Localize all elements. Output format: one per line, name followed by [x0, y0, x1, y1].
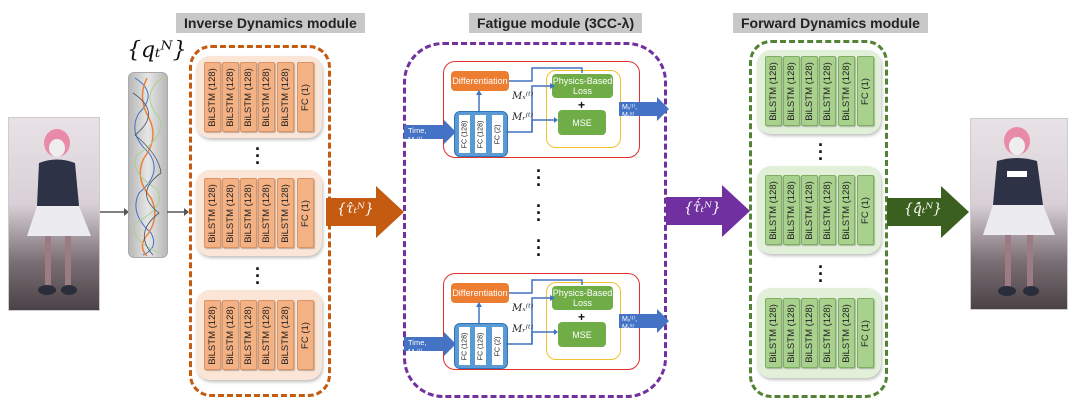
- physics-loss-box: Physics-Based Loss: [552, 74, 613, 98]
- fatigue-module: [403, 42, 667, 398]
- fc-layer: FC (128): [459, 115, 470, 153]
- fatigue-module-title: Fatigue module (3CC-λ): [469, 13, 643, 33]
- bilstm-layer: BiLSTM (128): [258, 300, 275, 370]
- differentiation-box: Differentiation: [451, 71, 509, 91]
- fatigue-output-arrow: [619, 97, 669, 121]
- inverse-layer-stack: BiLSTM (128) BiLSTM (128) BiLSTM (128) B…: [196, 56, 322, 138]
- fc-layer: FC (128): [475, 115, 486, 153]
- fc-layer: FC (2): [492, 115, 503, 153]
- time-input-arrow: [404, 332, 456, 356]
- ellipsis-icon: ···: [536, 161, 542, 195]
- bilstm-layer: BiLSTM (128): [277, 62, 294, 132]
- fc-layer: FC (2): [492, 327, 503, 365]
- ellipsis-icon: ···: [255, 139, 261, 173]
- mf-label: Mₓ⁽ᵗ⁾: [512, 91, 534, 102]
- ellipsis-icon: ···: [255, 259, 261, 293]
- arrow-input-to-q: [100, 208, 129, 216]
- bilstm-layer: BiLSTM (128): [801, 175, 818, 245]
- tau-hat-arrow: [326, 186, 404, 238]
- bilstm-layer: BiLSTM (128): [801, 298, 818, 368]
- bilstm-layer: BiLSTM (128): [258, 178, 275, 248]
- ellipsis-icon: ···: [536, 196, 542, 230]
- ellipsis-icon: ···: [536, 231, 542, 265]
- ellipsis-icon: ···: [818, 257, 824, 291]
- bilstm-layer: BiLSTM (128): [765, 298, 782, 368]
- fc-layer: FC (128): [475, 327, 486, 365]
- bilstm-layer: BiLSTM (128): [838, 175, 855, 245]
- fatigue-connectors: [476, 279, 583, 345]
- mr-label: Mᵣ⁽ᵗ⁾: [512, 324, 534, 335]
- bilstm-layer: BiLSTM (128): [838, 298, 855, 368]
- fc-layer: FC (1): [297, 62, 314, 132]
- forward-dynamics-module: [749, 40, 888, 398]
- q-input-label: {qₜᴺ}: [127, 38, 187, 63]
- bilstm-layer: BiLSTM (128): [204, 300, 221, 370]
- fatigue-connectors: [476, 67, 583, 133]
- tau-hat-fatigued-label: {τ̂́ₜᴺ}: [684, 200, 721, 216]
- bilstm-layer: BiLSTM (128): [240, 62, 257, 132]
- fc-network: FC (128) FC (128) FC (2): [454, 111, 508, 157]
- bilstm-layer: BiLSTM (128): [204, 178, 221, 248]
- bilstm-layer: BiLSTM (128): [240, 178, 257, 248]
- forward-layer-stack: BiLSTM (128) BiLSTM (128) BiLSTM (128) B…: [757, 166, 881, 254]
- arrow-q-to-inverse: [167, 208, 189, 216]
- forward-layer-stack: BiLSTM (128) BiLSTM (128) BiLSTM (128) B…: [757, 50, 881, 134]
- mf-label: Mₓ⁽ᵗ⁾: [512, 303, 534, 314]
- inverse-dynamics-title: Inverse Dynamics module: [176, 13, 365, 33]
- bilstm-layer: BiLSTM (128): [258, 62, 275, 132]
- tau-hat-label: {τ̂ₜᴺ}: [337, 201, 374, 217]
- physics-loss-box: Physics-Based Loss: [552, 286, 613, 310]
- tau-hat-fatigued-arrow: [666, 185, 750, 237]
- trajectory-curves-icon: [132, 76, 164, 257]
- fatigue-output-arrow: [619, 309, 669, 333]
- differentiation-box: Differentiation: [451, 283, 509, 303]
- fc-layer: FC (128): [459, 327, 470, 365]
- fc-layer: FC (1): [857, 56, 874, 126]
- input-character-image: [8, 117, 100, 311]
- q-hat-label: {q̂́ₜᴺ}: [904, 201, 942, 217]
- bilstm-layer: BiLSTM (128): [277, 300, 294, 370]
- bilstm-layer: BiLSTM (128): [783, 175, 800, 245]
- fc-layer: FC (1): [297, 300, 314, 370]
- bilstm-layer: BiLSTM (128): [222, 300, 239, 370]
- bilstm-layer: BiLSTM (128): [222, 62, 239, 132]
- ellipsis-icon: ···: [818, 135, 824, 169]
- fc-layer: FC (1): [297, 178, 314, 248]
- bilstm-layer: BiLSTM (128): [783, 56, 800, 126]
- bilstm-layer: BiLSTM (128): [277, 178, 294, 248]
- fc-layer: FC (1): [857, 298, 874, 368]
- character-figure-icon: [983, 127, 1055, 296]
- bilstm-layer: BiLSTM (128): [819, 56, 836, 126]
- plus-sign: +: [578, 98, 586, 112]
- inverse-layer-stack: BiLSTM (128) BiLSTM (128) BiLSTM (128) B…: [196, 290, 322, 380]
- output-character-image: [970, 118, 1068, 310]
- forward-dynamics-title: Forward Dynamics module: [733, 13, 928, 33]
- bilstm-layer: BiLSTM (128): [765, 175, 782, 245]
- bilstm-layer: BiLSTM (128): [801, 56, 818, 126]
- bilstm-layer: BiLSTM (128): [838, 56, 855, 126]
- bilstm-layer: BiLSTM (128): [222, 178, 239, 248]
- bilstm-layer: BiLSTM (128): [819, 175, 836, 245]
- forward-layer-stack: BiLSTM (128) BiLSTM (128) BiLSTM (128) B…: [757, 288, 881, 378]
- bilstm-layer: BiLSTM (128): [765, 56, 782, 126]
- bilstm-layer: BiLSTM (128): [240, 300, 257, 370]
- fc-layer: FC (1): [857, 175, 874, 245]
- time-input-label: Time, Mₐ⁽ᵗ⁾: [408, 338, 427, 356]
- character-figure-icon: [27, 129, 91, 295]
- fc-network: FC (128) FC (128) FC (2): [454, 323, 508, 369]
- inverse-layer-stack: BiLSTM (128) BiLSTM (128) BiLSTM (128) B…: [196, 170, 322, 256]
- bilstm-layer: BiLSTM (128): [819, 298, 836, 368]
- joint-trajectory-bar: [128, 72, 168, 258]
- bilstm-layer: BiLSTM (128): [204, 62, 221, 132]
- mse-box: MSE: [558, 110, 606, 135]
- time-input-arrow: [404, 120, 456, 144]
- bilstm-layer: BiLSTM (128): [783, 298, 800, 368]
- fatigue-output-label: Mₓ⁽ᵗ⁾, Mᵣ⁽ᵗ⁾: [622, 316, 638, 331]
- time-input-label: Time, Mₐ⁽ᵗ⁾: [408, 126, 427, 144]
- fatigue-output-label: Mₓ⁽ᵗ⁾, Mᵣ⁽ᵗ⁾: [622, 104, 638, 119]
- mr-label: Mᵣ⁽ᵗ⁾: [512, 112, 534, 123]
- mse-box: MSE: [558, 322, 606, 347]
- q-hat-arrow: [887, 186, 969, 238]
- plus-sign: +: [578, 310, 586, 324]
